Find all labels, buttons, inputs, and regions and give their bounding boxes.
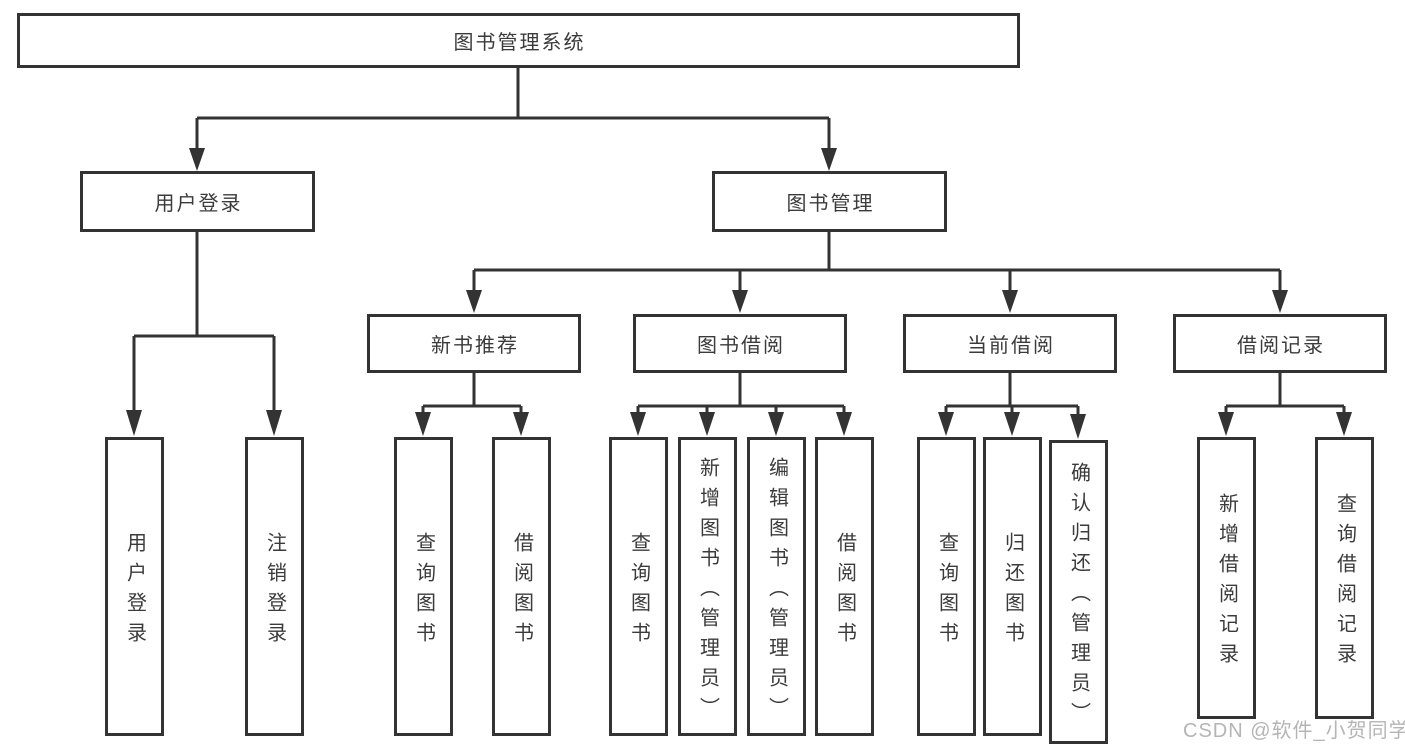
node-query-books-1: 查询图书 <box>394 437 453 736</box>
node-label: 新增图书（管理员） <box>696 456 719 727</box>
arrow-down-icon <box>821 148 837 171</box>
node-label: 查询图书 <box>412 531 435 652</box>
node-label: 图书借阅 <box>697 335 785 357</box>
node-label: 注销登录 <box>263 531 286 652</box>
node-borrow-books-1: 借阅图书 <box>492 437 551 736</box>
arrow-down-icon <box>126 410 142 436</box>
connector-book-mgmt-to-level3 <box>466 232 1288 313</box>
node-edit-books-admin: 编辑图书（管理员） <box>747 437 806 736</box>
node-label: 新增借阅记录 <box>1215 493 1238 673</box>
arrow-down-icon <box>189 148 205 171</box>
arrow-down-icon <box>630 412 646 436</box>
arrow-down-icon <box>513 412 529 436</box>
node-borrow-records: 借阅记录 <box>1173 314 1387 373</box>
connector-new-book-rec-children <box>415 373 529 436</box>
node-user-login: 用户登录 <box>80 171 315 232</box>
arrow-down-icon <box>1070 414 1086 439</box>
node-current-borrowing: 当前借阅 <box>903 314 1117 373</box>
arrow-down-icon <box>1002 290 1018 313</box>
node-book-management: 图书管理 <box>712 171 947 232</box>
arrow-down-icon <box>1336 412 1352 436</box>
node-label: 查询借阅记录 <box>1333 493 1356 673</box>
arrow-down-icon <box>266 410 282 436</box>
connector-book-borrow-children <box>630 373 852 436</box>
node-add-borrow-record: 新增借阅记录 <box>1197 437 1256 719</box>
node-user-login-leaf: 用户登录 <box>105 437 164 736</box>
node-label: 归还图书 <box>1001 531 1024 652</box>
node-add-books-admin: 新增图书（管理员） <box>678 437 737 736</box>
arrow-down-icon <box>1004 412 1020 436</box>
arrow-down-icon <box>466 290 482 313</box>
arrow-down-icon <box>699 412 715 436</box>
node-label: 用户登录 <box>154 193 243 215</box>
node-query-books-2: 查询图书 <box>609 437 668 736</box>
connector-borrow-record-children <box>1218 373 1352 436</box>
node-label: 查询图书 <box>935 531 958 652</box>
arrow-down-icon <box>732 290 748 313</box>
connector-current-borrow-children <box>938 373 1086 439</box>
arrow-down-icon <box>415 412 431 436</box>
node-label: 图书管理 <box>786 193 875 215</box>
arrow-down-icon <box>1272 290 1288 313</box>
node-label: 图书管理系统 <box>453 32 586 54</box>
arrow-down-icon <box>836 412 852 436</box>
node-borrow-books-2: 借阅图书 <box>815 437 874 736</box>
node-book-borrowing: 图书借阅 <box>633 314 847 373</box>
node-label: 查询图书 <box>627 531 650 652</box>
node-label: 用户登录 <box>123 531 146 652</box>
node-label: 借阅图书 <box>833 531 856 652</box>
csdn-watermark: CSDN @软件_小贺同学 <box>1183 720 1405 742</box>
node-label: 借阅图书 <box>510 531 533 652</box>
node-label: 确认归还（管理员） <box>1067 462 1090 732</box>
node-query-books-3: 查询图书 <box>917 437 976 736</box>
node-library-management-system: 图书管理系统 <box>17 13 1020 68</box>
arrow-down-icon <box>938 412 954 436</box>
node-logout: 注销登录 <box>245 437 304 736</box>
node-return-books: 归还图书 <box>983 437 1042 736</box>
node-new-book-recommend: 新书推荐 <box>367 314 581 373</box>
connector-user-login-children <box>126 232 282 436</box>
node-label: 新书推荐 <box>431 335 519 357</box>
node-query-borrow-record: 查询借阅记录 <box>1315 437 1374 719</box>
connector-root-to-level2 <box>189 68 837 171</box>
arrow-down-icon <box>768 412 784 436</box>
node-label: 当前借阅 <box>967 335 1055 357</box>
arrow-down-icon <box>1218 412 1234 436</box>
node-label: 借阅记录 <box>1237 335 1325 357</box>
node-label: 编辑图书（管理员） <box>765 456 788 727</box>
node-confirm-return-admin: 确认归还（管理员） <box>1049 440 1108 744</box>
